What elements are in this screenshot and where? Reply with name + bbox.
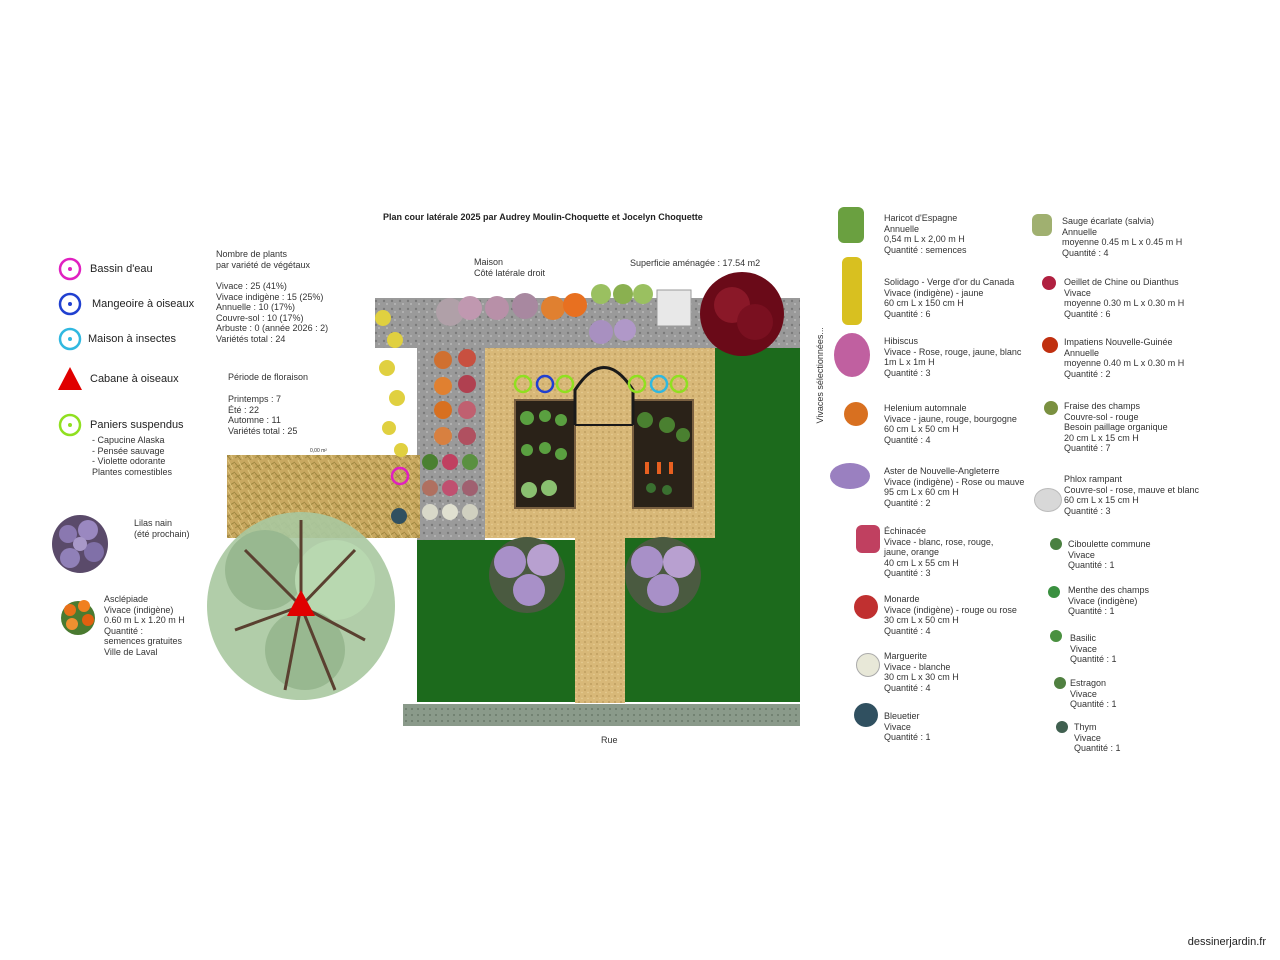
plant-entry: Haricot d'Espagne Annuelle 0,54 m L x 2,… — [884, 213, 967, 255]
stats-heading: Nombre de plants par variété de végétaux — [216, 249, 311, 270]
plant-entry: Ciboulette commune Vivace Quantité : 1 — [1068, 539, 1151, 570]
plant-entry: Échinacée Vivace - blanc, rose, rouge, j… — [884, 526, 994, 578]
plant-entry: Oeillet de Chine ou Dianthus Vivace moye… — [1064, 277, 1185, 319]
plant-entry: Marguerite Vivace - blanche 30 cm L x 30… — [884, 651, 959, 693]
garden-plan — [207, 272, 800, 726]
plant-entry: Menthe des champs Vivace (indigène) Quan… — [1068, 585, 1150, 616]
asclepiade-label: Asclépiade Vivace (indigène) 0.60 m L x … — [104, 594, 185, 657]
asclepiade-image — [58, 596, 98, 636]
legend-label-mangeoire: Mangeoire à oiseaux — [92, 298, 195, 310]
plant-entry: Monarde Vivace (indigène) - rouge ou ros… — [884, 594, 1017, 636]
plant-icon — [1032, 214, 1052, 236]
plant-entry: Helenium automnale Vivace - jaune, rouge… — [884, 403, 1017, 445]
plant-icon — [1044, 401, 1058, 415]
plant-icon — [854, 595, 878, 619]
legend-maison-insectes-icon — [58, 327, 82, 351]
plant-icon — [1048, 586, 1060, 598]
small-dimension: 0,00 m² — [310, 448, 327, 454]
birdhouse-marker — [287, 590, 315, 616]
gravel-path — [575, 535, 625, 703]
plant-entry: Hibiscus Vivace - Rose, rouge, jaune, bl… — [884, 336, 1022, 378]
plan-title: Plan cour latérale 2025 par Audrey Mouli… — [383, 212, 703, 222]
legend-cabane-icon — [58, 367, 82, 390]
street-label: Rue — [601, 735, 618, 745]
plant-icon — [1034, 488, 1062, 512]
plant-entry: Bleuetier Vivace Quantité : 1 — [884, 711, 931, 742]
plant-icon — [844, 402, 868, 426]
site-credit: dessinerjardin.fr — [1187, 936, 1266, 948]
bloom-lines: Printemps : 7 Été : 22 Automne : 11 Vari… — [228, 394, 298, 436]
house-label: Maison Côté latérale droit — [474, 257, 546, 278]
plant-entry: Aster de Nouvelle-Angleterre Vivace (ind… — [884, 466, 1025, 508]
side-label: Vivaces sélectionnées... — [814, 327, 825, 424]
legend-baskets-detail: - Capucine Alaska - Pensée sauvage - Vio… — [92, 435, 173, 477]
plant-icon — [1054, 677, 1066, 689]
plant-icon — [1056, 721, 1068, 733]
plant-icon — [854, 703, 878, 727]
plant-list-col2: Sauge écarlate (salvia) Annuelle moyenne… — [1030, 210, 1270, 760]
plant-icon — [1042, 276, 1056, 290]
bloom-heading: Période de floraison — [228, 372, 309, 382]
plant-icon — [1050, 538, 1062, 550]
lilas-image — [50, 512, 110, 577]
stats-lines: Vivace : 25 (41%) Vivace indigène : 15 (… — [216, 281, 329, 344]
legend-label-bassin: Bassin d'eau — [90, 263, 153, 275]
legend-mangeoire-icon — [58, 292, 82, 316]
plant-entry: Estragon Vivace Quantité : 1 — [1070, 678, 1117, 709]
lilas-label: Lilas nain (été prochain) — [134, 518, 190, 539]
plant-list-col1: Haricot d'Espagne Annuelle 0,54 m L x 2,… — [828, 205, 1028, 755]
legend: Bassin d'eau Mangeoire à oiseaux Maison … — [54, 255, 254, 500]
plant-icon — [1042, 337, 1058, 353]
legend-label-cabane: Cabane à oiseaux — [90, 373, 179, 385]
plant-icon — [834, 333, 870, 377]
plant-icon — [830, 463, 870, 489]
plant-entry: Thym Vivace Quantité : 1 — [1074, 722, 1121, 753]
plant-icon — [856, 653, 880, 677]
legend-bassin-icon — [58, 257, 82, 281]
plant-entry: Sauge écarlate (salvia) Annuelle moyenne… — [1062, 216, 1183, 258]
plant-icon — [838, 207, 864, 243]
legend-label-paniers: Paniers suspendus — [90, 419, 184, 431]
legend-paniers-icon — [58, 413, 82, 437]
plant-entry: Solidago - Verge d'or du Canada Vivace (… — [884, 277, 1015, 319]
plant-entry: Basilic Vivace Quantité : 1 — [1070, 633, 1117, 664]
plant-icon — [1050, 630, 1062, 642]
legend-label-insectes: Maison à insectes — [88, 333, 177, 345]
legend-symbols — [58, 257, 82, 437]
plant-entry: Phlox rampant Couvre-sol - rose, mauve e… — [1064, 474, 1200, 516]
street-curb — [403, 704, 800, 726]
plant-icon — [856, 525, 880, 553]
plant-entry: Fraise des champs Couvre-sol - rouge Bes… — [1064, 401, 1168, 453]
plant-icon — [842, 257, 862, 325]
plant-entry: Impatiens Nouvelle-Guinée Annuelle moyen… — [1064, 337, 1185, 379]
area-label: Superficie aménagée : 17.54 m2 — [630, 258, 761, 268]
